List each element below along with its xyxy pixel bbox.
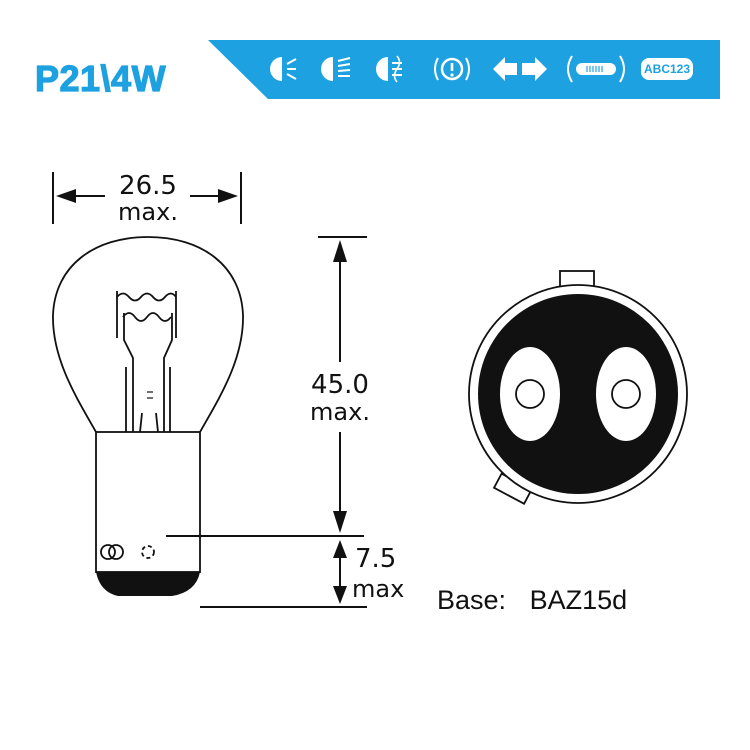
warning-brake-icon: [434, 57, 470, 81]
fog-light-icon: [376, 55, 402, 83]
base-label-text: Base:: [437, 585, 507, 615]
low-beam-icon: [270, 57, 297, 81]
width-value: 26.5: [119, 171, 177, 201]
base-height-value: 7.5: [355, 544, 397, 574]
base-type-value: BAZ15d: [529, 585, 628, 615]
turn-signal-icon: [493, 57, 547, 81]
side-marker-light-icon: [567, 55, 625, 83]
bulb-model-title: P21\4W: [34, 57, 167, 99]
high-beam-icon: [321, 57, 351, 81]
bulb-glass: [52, 236, 244, 594]
base-height-unit: max: [352, 575, 405, 603]
width-unit: max.: [118, 198, 178, 226]
license-plate-icon: ABC123: [641, 58, 693, 80]
icon-banner: [208, 40, 720, 99]
base-end-view: [468, 270, 688, 505]
base-type-label: Base: BAZ15d: [437, 585, 627, 616]
height-value: 45.0: [311, 370, 369, 400]
height-unit: max.: [310, 398, 370, 426]
header: P21\4W ABC123: [0, 0, 750, 110]
